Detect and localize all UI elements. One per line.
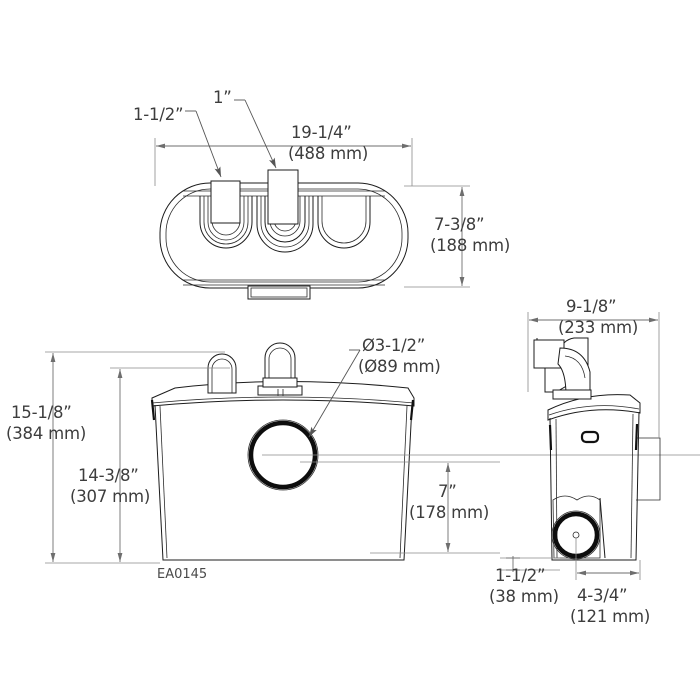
- dim-port-height-imperial: 7”: [438, 482, 457, 501]
- dim-side-depth-imperial: 9-1/8”: [566, 297, 616, 316]
- side-view-dimensions: [500, 312, 660, 580]
- part-number-label: EA0145: [157, 567, 207, 582]
- side-view-geometry: [533, 337, 661, 561]
- dim-outlet-height-imperial: 1-1/2”: [495, 566, 545, 585]
- dim-port-diameter-metric: (Ø89 mm): [358, 357, 441, 376]
- dim-overall-height-metric: (384 mm): [6, 424, 86, 443]
- dim-outlet-height-metric: (38 mm): [489, 587, 559, 606]
- dim-outlet-offset-imperial: 4-3/4”: [577, 586, 627, 605]
- dim-body-height-imperial: 14-3/8”: [78, 466, 139, 485]
- dim-top-width-metric: (488 mm): [288, 144, 368, 163]
- top-view-geometry: [159, 169, 409, 300]
- top-view-dimensions: [154, 99, 470, 288]
- dim-inlet-small-imperial: 1-1/2”: [133, 105, 183, 124]
- dim-port-height-metric: (178 mm): [409, 503, 489, 522]
- dim-overall-height-imperial: 15-1/8”: [11, 403, 72, 422]
- dim-body-height-metric: (307 mm): [70, 487, 150, 506]
- dim-top-width-imperial: 19-1/4”: [291, 123, 352, 142]
- dim-port-diameter-imperial: Ø3-1/2”: [362, 336, 425, 355]
- dim-inlet-large-imperial: 1”: [213, 88, 232, 107]
- dim-top-depth-imperial: 7-3/8”: [434, 215, 484, 234]
- dim-top-depth-metric: (188 mm): [430, 236, 510, 255]
- front-view-geometry: [150, 342, 415, 561]
- dim-outlet-offset-metric: (121 mm): [570, 607, 650, 626]
- front-view-dimensions: [45, 349, 700, 564]
- dim-side-depth-metric: (233 mm): [558, 318, 638, 337]
